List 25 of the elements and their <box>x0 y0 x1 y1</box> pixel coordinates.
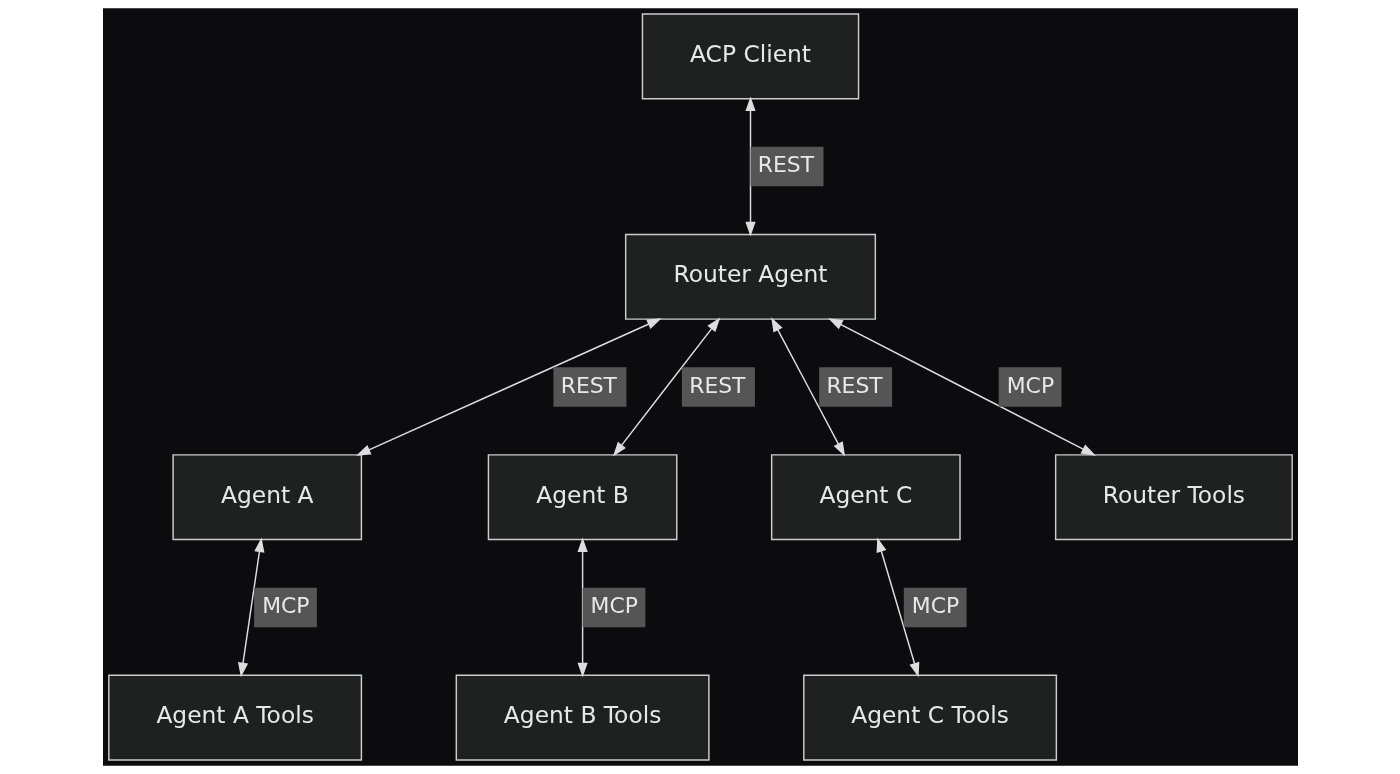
edge-label: REST <box>560 372 617 398</box>
edge-label: MCP <box>911 593 959 619</box>
node-box: Router Agent <box>624 233 876 320</box>
arrow <box>355 318 662 456</box>
edge-label: REST <box>757 152 814 178</box>
node-box: Agent C Tools <box>802 674 1057 761</box>
edge-label: MCP <box>261 593 309 619</box>
arrow <box>770 317 845 457</box>
node-box: Router Tools <box>1054 454 1293 541</box>
arrow <box>577 537 588 678</box>
edge-label: MCP <box>590 593 638 619</box>
arrow <box>237 537 264 678</box>
arrow <box>876 537 919 678</box>
arrow <box>612 317 720 457</box>
node-box: ACP Client <box>641 13 859 100</box>
edge-label: MCP <box>1006 372 1054 398</box>
node-box: Agent B Tools <box>455 674 710 761</box>
edge-label: REST <box>825 372 883 398</box>
arrow <box>744 96 756 237</box>
node-box: Agent A Tools <box>107 674 362 761</box>
arrow <box>827 318 1096 456</box>
edge-label: REST <box>688 372 745 398</box>
node-box: Agent C <box>770 454 961 541</box>
node-box: Agent A <box>171 454 362 541</box>
node-box: Agent B <box>487 454 677 541</box>
